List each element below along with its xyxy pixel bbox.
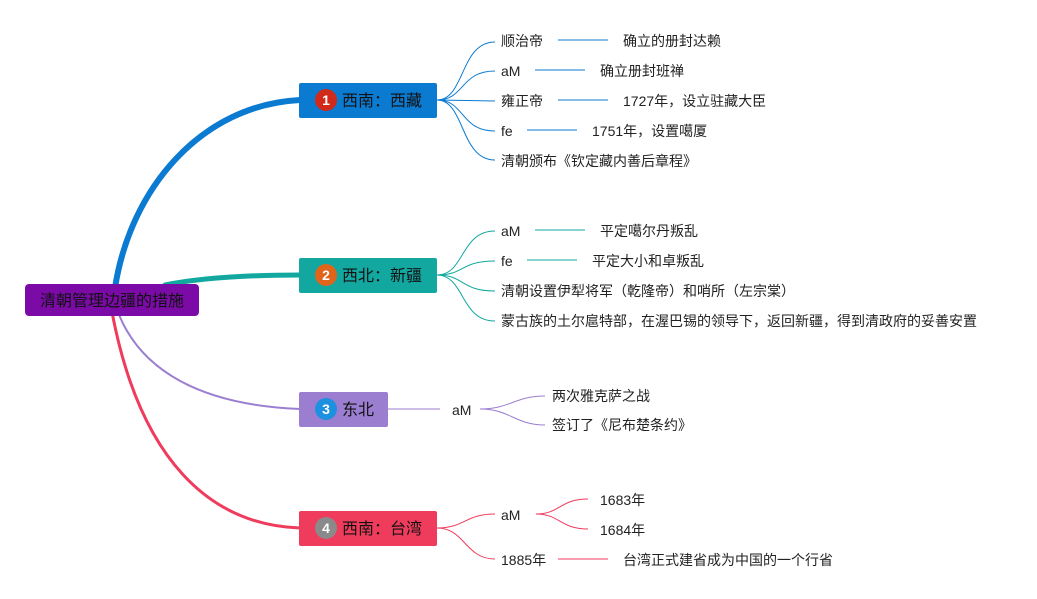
branch-node-2[interactable]: 2 西北：新疆	[299, 258, 437, 293]
branch-3-links	[388, 395, 546, 426]
branch-1-item-2-left: aM	[501, 63, 520, 79]
root-node[interactable]: 清朝管理边疆的措施	[25, 284, 199, 316]
branch-1-links	[436, 39, 608, 161]
badge-number-4: 4	[322, 520, 330, 536]
branch-4-group-2-left: 1885年	[501, 552, 546, 568]
branch-label-2: 西北：新疆	[342, 267, 422, 285]
badge-number-3: 3	[322, 401, 330, 417]
branch-1-item-2-right: 确立册封班禅	[600, 63, 684, 79]
branch-2-item-1-right: 平定噶尔丹叛乱	[600, 223, 698, 239]
branch-1-item-5-left: 清朝颁布《钦定藏内善后章程》	[501, 153, 697, 169]
badge-icon-2	[315, 264, 337, 286]
branch-2-item-1-left: aM	[501, 223, 520, 239]
branch-1-item-4-left: fe	[501, 123, 513, 139]
badge-icon-4	[315, 517, 337, 539]
branch-2-item-4-left: 蒙古族的土尔扈特部，在渥巴锡的领导下，返回新疆，得到清政府的妥善安置	[501, 313, 977, 329]
branch-1-item-1-left: 顺治帝	[501, 33, 543, 49]
branch-1-item-4-right: 1751年，设置噶厦	[592, 123, 707, 139]
connector-root-branch-4	[110, 311, 301, 530]
branch-node-3[interactable]: 3 东北	[299, 392, 388, 427]
connector-root-branch-1	[112, 97, 303, 291]
branch-label-4: 西南：台湾	[342, 520, 422, 538]
branch-2-item-3-left: 清朝设置伊犁将军（乾隆帝）和哨所（左宗棠）	[501, 283, 795, 299]
badge-icon-3	[315, 398, 337, 420]
connector-root-branch-3	[117, 311, 301, 410]
branch-1-item-3-left: 雍正帝	[501, 93, 543, 109]
branch-2-item-2-left: fe	[501, 253, 513, 269]
branch-3-item-1: 两次雅克萨之战	[552, 388, 650, 404]
branch-4-links	[436, 498, 608, 560]
branch-label-3: 东北	[342, 401, 374, 419]
branch-4-group-1-child-2: 1684年	[600, 522, 645, 538]
branch-4-group-1-left: aM	[501, 507, 520, 523]
branch-2-item-2-right: 平定大小和卓叛乱	[592, 253, 704, 269]
branch-3-mid-label: aM	[452, 402, 471, 418]
branch-1-item-3-right: 1727年，设立驻藏大臣	[623, 93, 766, 109]
badge-number-1: 1	[322, 92, 330, 108]
branch-4-group-1-child-1: 1683年	[600, 492, 645, 508]
branch-node-4[interactable]: 4 西南：台湾	[299, 511, 437, 546]
badge-icon-1	[315, 89, 337, 111]
root-label: 清朝管理边疆的措施	[40, 292, 184, 310]
branch-1-item-1-right: 确立的册封达赖	[623, 33, 721, 49]
badge-number-2: 2	[322, 267, 330, 283]
branch-3-item-2: 签订了《尼布楚条约》	[552, 417, 692, 433]
branch-2-links	[436, 229, 585, 322]
branch-node-1[interactable]: 1 西南：西藏	[299, 83, 437, 118]
branch-4-group-2-right: 台湾正式建省成为中国的一个行省	[623, 552, 833, 568]
connector-root-branch-2	[162, 272, 303, 288]
branch-label-1: 西南：西藏	[342, 92, 422, 110]
